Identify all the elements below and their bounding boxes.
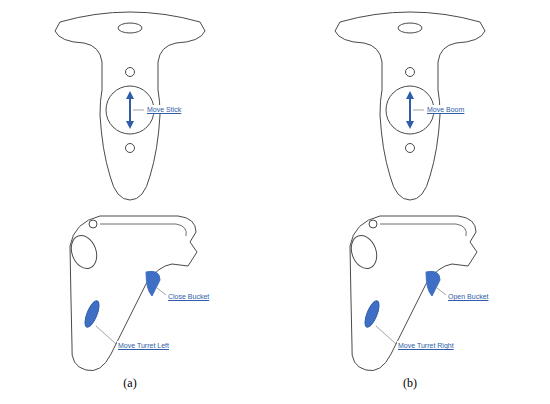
panel-label: (a) bbox=[123, 376, 136, 390]
control-label: Move Turret Left bbox=[117, 341, 170, 350]
controller-top bbox=[335, 12, 485, 200]
control-label: Move Boom bbox=[426, 105, 465, 114]
control-label: Move Turret Right bbox=[397, 341, 455, 350]
control-label: Close Bucket bbox=[167, 292, 210, 301]
panel-label: (b) bbox=[403, 376, 417, 390]
control-label: Move Stick bbox=[146, 105, 182, 114]
controller-top bbox=[55, 12, 205, 200]
control-label: Open Bucket bbox=[447, 292, 489, 301]
